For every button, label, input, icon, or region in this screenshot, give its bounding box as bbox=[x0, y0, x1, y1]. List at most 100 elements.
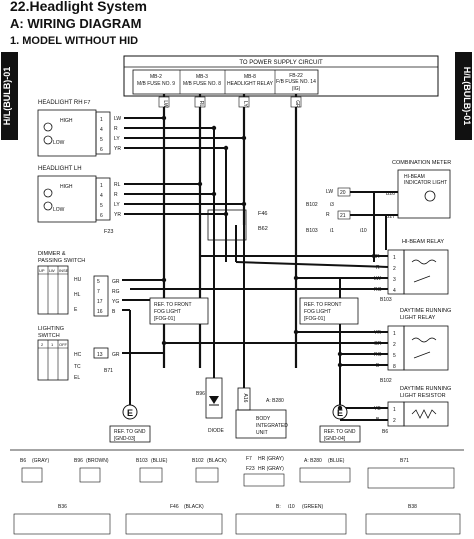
headlight-lh-high: HIGH bbox=[60, 184, 73, 190]
hrh-wire5: LY bbox=[114, 136, 120, 142]
legend-b280-color: (BLUE) bbox=[328, 458, 345, 464]
biu-line1: BODY bbox=[256, 416, 271, 422]
dimmer-label2: PASSING SWITCH bbox=[38, 258, 85, 264]
drl-resistor: DAYTIME RUNNING LIGHT RESISTOR 1 2 YB B … bbox=[374, 386, 451, 435]
lighting-tc: TC bbox=[74, 364, 81, 370]
diode: B96 DIODE bbox=[196, 262, 225, 434]
drl-resistor-label1: DAYTIME RUNNING bbox=[400, 386, 451, 392]
dimmer-wires bbox=[122, 279, 164, 380]
hlh-pin6: 6 bbox=[100, 213, 103, 219]
biu-pin-a16: A16 bbox=[242, 394, 248, 403]
headlight-rh-label: HEADLIGHT RH bbox=[38, 100, 83, 106]
dimmer-pin16: 16 bbox=[97, 309, 103, 315]
headlight-lh-low: LOW bbox=[53, 207, 65, 213]
drl-relay-label2: LIGHT RELAY bbox=[400, 315, 436, 321]
subsection-title: 1. MODEL WITHOUT HID bbox=[10, 35, 139, 47]
ps-col3-name: HEADLIGHT RELAY bbox=[227, 81, 274, 87]
feed-wire-labels: LW RL LY GR bbox=[158, 96, 302, 108]
connector-i1: i1 bbox=[330, 228, 334, 234]
connector-b26: B26 bbox=[386, 191, 395, 197]
legend-b6-code: B6 bbox=[20, 458, 26, 464]
headlight-rh-low: LOW bbox=[53, 140, 65, 146]
legend-b96-color: (BROWN) bbox=[86, 458, 109, 464]
ps-col2-code: MB-3 bbox=[196, 74, 208, 80]
fog-ref-left-line1: REF. TO FRONT bbox=[154, 302, 192, 308]
connector-b62: B62 bbox=[258, 226, 268, 232]
legend-f7-color: HR (GRAY) bbox=[258, 456, 284, 462]
lighting-pos-2: 2 bbox=[41, 342, 44, 347]
combination-meter-label: COMBINATION METER bbox=[392, 160, 451, 166]
svg-text:E: E bbox=[337, 408, 343, 418]
legend-b103-code: B103 bbox=[136, 458, 148, 464]
feed-wire-ly: LY bbox=[242, 101, 248, 107]
hlh-pin5: 5 bbox=[100, 203, 103, 209]
meter-wire-lw: LW bbox=[326, 189, 333, 195]
connector-b6: B6 bbox=[382, 429, 388, 435]
lighting-label2: SWITCH bbox=[38, 333, 60, 339]
drl-resistor-label2: LIGHT RESISTOR bbox=[400, 393, 446, 399]
connector-b103: B103 bbox=[380, 297, 392, 303]
ps-col1-name: M/B FUSE NO. 9 bbox=[137, 81, 175, 87]
power-supply-box: TO POWER SUPPLY CIRCUIT MB-2 M/B FUSE NO… bbox=[123, 55, 439, 97]
ground-left: E REF. TO GND [GND-03] bbox=[109, 380, 151, 443]
drr-pin2: 2 bbox=[393, 418, 396, 424]
lighting-pin13: 13 bbox=[97, 352, 103, 358]
meter-pin21: 21 bbox=[340, 213, 346, 219]
dimmer-pin5: 5 bbox=[97, 279, 100, 285]
headlight-rh: HEADLIGHT RH F7 HIGH LOW 1 4 5 6 LW R LY… bbox=[37, 100, 121, 157]
junction-dots bbox=[161, 115, 377, 411]
connector-b71: B71 bbox=[104, 368, 113, 374]
headlight-rh-high: HIGH bbox=[60, 118, 73, 124]
body-integrated-unit: A16 BODY INTEGRATED UNIT A: B280 bbox=[235, 225, 288, 439]
ps-col4-code: FB-22 bbox=[289, 73, 303, 79]
fog-ref-left-line2: FOG LIGHT bbox=[154, 309, 181, 315]
legend-b36-code: B36 bbox=[58, 504, 67, 510]
legend-f23-code: F23 bbox=[246, 466, 255, 472]
lighting-pos-1: 1 bbox=[51, 342, 54, 347]
drl-relay: DAYTIME RUNNING LIGHT RELAY 1 2 5 8 YR G… bbox=[374, 308, 451, 384]
hbr-pin4: 4 bbox=[393, 288, 396, 294]
legend-b103-color: (BLUE) bbox=[151, 458, 168, 464]
side-tab-left: H/L(BULB)-01 bbox=[1, 52, 18, 140]
hrh-pin1: 1 bbox=[100, 117, 103, 123]
hlh-wire5: LY bbox=[114, 202, 120, 208]
hlh-pin1: 1 bbox=[100, 183, 103, 189]
headlight-lh-wires bbox=[124, 183, 244, 215]
ps-col4-name: F/B FUSE NO. 14 bbox=[276, 79, 316, 85]
legend-b71-code: B71 bbox=[400, 458, 409, 464]
hbr-wire2: R bbox=[376, 265, 380, 271]
fog-ref-right-line1: REF. TO FRONT bbox=[304, 302, 342, 308]
ground-right-ref2: [GND-04] bbox=[324, 436, 346, 442]
dimmer-wire-gr: GR bbox=[112, 279, 120, 285]
connector-b27: B27 bbox=[386, 214, 395, 220]
connector-b102: B102 bbox=[380, 378, 392, 384]
svg-text:E: E bbox=[127, 408, 133, 418]
dimmer-wire-b: B bbox=[112, 309, 116, 315]
ground-left-ref1: REF. TO GND bbox=[114, 429, 146, 435]
hbr-pin3: 3 bbox=[393, 277, 396, 283]
section-title: A: WIRING DIAGRAM bbox=[10, 16, 142, 31]
headlight-rh-connector: F7 bbox=[84, 100, 90, 106]
hlh-wire6: YR bbox=[114, 212, 121, 218]
side-tab-right: H/L(BULB)-01 bbox=[455, 52, 472, 140]
legend-b-prefix: B: bbox=[276, 504, 281, 510]
fog-ref-right-line3: [FOG-01] bbox=[304, 316, 325, 322]
dimmer-wire-yg: YG bbox=[112, 299, 119, 305]
legend-row2: B36 F46 (BLACK) B: i10 (GREEN) B38 bbox=[13, 504, 461, 535]
dimmer-pin17: 17 bbox=[97, 299, 103, 305]
dimmer-label1: DIMMER & bbox=[38, 251, 66, 257]
power-supply-title: TO POWER SUPPLY CIRCUIT bbox=[239, 60, 323, 66]
hrh-pin6: 6 bbox=[100, 147, 103, 153]
right-harness-wires bbox=[130, 255, 389, 421]
drl-relay-label1: DAYTIME RUNNING bbox=[400, 308, 451, 314]
hbr-pin1: 1 bbox=[393, 255, 396, 261]
dimmer-passing-switch: DIMMER & PASSING SWITCH UP LW INSE HU HL… bbox=[37, 251, 120, 317]
legend-b38-code: B38 bbox=[408, 504, 417, 510]
dimmer-hu: HU bbox=[74, 277, 82, 283]
dimmer-pos-up: UP bbox=[39, 268, 45, 273]
connector-b38: B102 bbox=[306, 202, 318, 208]
legend-i10-color: (GREEN) bbox=[302, 504, 323, 510]
legend-f7-code: F7 bbox=[246, 456, 252, 462]
hrh-pin4: 4 bbox=[100, 127, 103, 133]
